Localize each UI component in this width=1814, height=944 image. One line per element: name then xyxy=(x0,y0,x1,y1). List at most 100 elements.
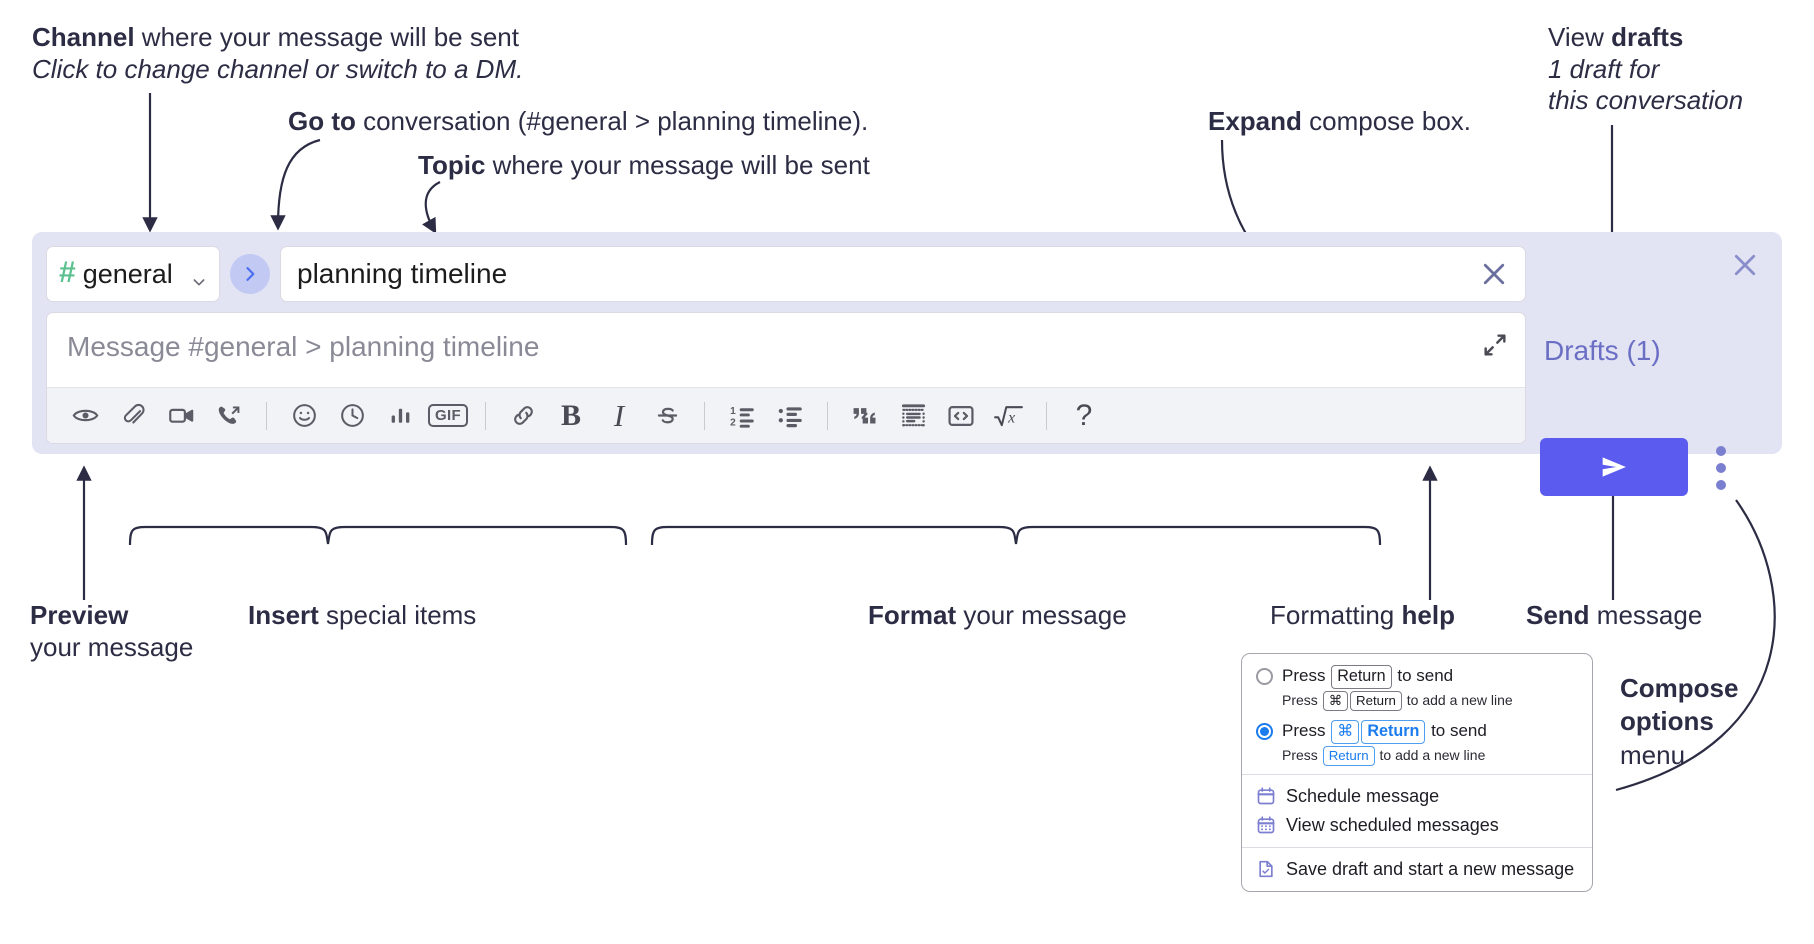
text: Press xyxy=(1282,746,1322,763)
eye-icon[interactable] xyxy=(61,394,109,438)
clock-icon[interactable] xyxy=(328,394,376,438)
annotation-format-bold: Format xyxy=(868,600,957,630)
channel-select[interactable]: # general xyxy=(46,246,220,302)
menu-item-save-draft[interactable]: Save draft and start a new message xyxy=(1242,855,1592,884)
annotation-drafts-sub2: this conversation xyxy=(1548,85,1744,116)
text: to send xyxy=(1392,666,1454,685)
annotation-send-bold: Send xyxy=(1526,600,1590,630)
annotation-channel-sub: Click to change channel or switch to a D… xyxy=(32,53,524,84)
send-option-cmd-return-line2: Press Return to add a new line xyxy=(1282,745,1578,766)
chevron-right-icon xyxy=(246,267,255,281)
clear-topic-icon[interactable] xyxy=(1479,259,1509,289)
bold-label: B xyxy=(560,398,581,432)
link-icon[interactable] xyxy=(499,394,547,438)
compose-options-kebab-button[interactable] xyxy=(1716,446,1726,490)
emoji-icon[interactable] xyxy=(280,394,328,438)
annotation-format-rest: your message xyxy=(956,600,1127,630)
text: to send xyxy=(1426,720,1487,740)
key-return: Return xyxy=(1331,665,1392,689)
radio-button-selected[interactable] xyxy=(1256,722,1273,740)
italic-icon[interactable]: I xyxy=(595,394,643,438)
annotation-goto-rest: conversation (#general > planning timeli… xyxy=(355,106,869,136)
annotation-format: Format your message xyxy=(868,600,1127,632)
annotation-insert-bold: Insert xyxy=(248,600,319,630)
ordered-list-icon[interactable]: 1 2 xyxy=(718,394,766,438)
gif-icon[interactable]: GIF xyxy=(424,394,472,438)
annotation-drafts-pre: View xyxy=(1548,22,1612,52)
calendar-clock-icon xyxy=(1256,786,1276,806)
menu-item-view-scheduled-messages[interactable]: View scheduled messages xyxy=(1242,811,1592,840)
video-camera-icon[interactable] xyxy=(157,394,205,438)
annotation-expand-bold: Expand xyxy=(1208,106,1302,136)
annotation-topic-rest: where your message will be sent xyxy=(485,150,870,180)
math-icon[interactable]: x xyxy=(985,394,1033,438)
close-icon[interactable] xyxy=(1730,250,1760,280)
bulleted-list-icon[interactable] xyxy=(766,394,814,438)
annotation-compose-options-l2: options xyxy=(1620,706,1714,737)
topic-input[interactable]: planning timeline xyxy=(280,246,1526,302)
annotation-goto-bold: Go to xyxy=(288,106,356,136)
help-label: ? xyxy=(1075,398,1093,432)
menu-item-schedule-message[interactable]: Schedule message xyxy=(1242,782,1592,811)
annotation-expand: Expand compose box. xyxy=(1208,106,1471,138)
send-option-return[interactable]: Press Return to send Press ⌘Return to ad… xyxy=(1256,664,1578,711)
annotation-goto: Go to conversation (#general > planning … xyxy=(288,106,868,138)
toolbar-divider xyxy=(1046,401,1047,430)
save-draft-icon xyxy=(1256,859,1276,879)
message-composer: # general planning timeline M xyxy=(32,232,1782,496)
kebab-dot xyxy=(1716,463,1726,473)
annotation-channel-rest: where your message will be sent xyxy=(134,22,519,52)
expand-compose-icon[interactable] xyxy=(1481,331,1509,359)
help-icon[interactable]: ? xyxy=(1060,394,1108,438)
annotation-insert: Insert special items xyxy=(248,600,476,632)
annotation-expand-rest: compose box. xyxy=(1301,106,1472,136)
message-input-placeholder: Message #general > planning timeline xyxy=(67,331,540,362)
code-inline-icon[interactable] xyxy=(937,394,985,438)
key-command: ⌘ xyxy=(1322,690,1348,711)
text: Press xyxy=(1282,691,1322,708)
annotation-insert-rest: special items xyxy=(318,600,477,630)
annotation-compose-options: Compose options menu xyxy=(1620,672,1738,772)
calendar-grid-icon xyxy=(1256,815,1276,835)
send-option-cmd-return[interactable]: Press ⌘Return to send Press Return to ad… xyxy=(1256,719,1578,766)
composer-header-row: # general planning timeline xyxy=(46,246,1526,302)
phone-forward-icon[interactable] xyxy=(205,394,253,438)
send-option-cmd-return-line1: Press ⌘Return to send xyxy=(1282,719,1578,744)
gif-label: GIF xyxy=(428,404,468,427)
send-button[interactable] xyxy=(1540,438,1688,496)
key-return: Return xyxy=(1322,745,1375,766)
annotation-send: Send message xyxy=(1526,600,1702,632)
annotation-send-rest: message xyxy=(1589,600,1703,630)
bold-icon[interactable]: B xyxy=(547,394,595,438)
strikethrough-icon[interactable] xyxy=(643,394,691,438)
toolbar-divider xyxy=(266,401,267,430)
hash-icon: # xyxy=(59,256,76,289)
formatting-toolbar: GIF B I xyxy=(47,387,1525,443)
svg-text:x: x xyxy=(1007,409,1015,426)
kebab-dot xyxy=(1716,446,1726,456)
annotation-preview: Preview your message xyxy=(30,600,193,663)
key-command: ⌘ xyxy=(1331,719,1360,744)
menu-item-label: Save draft and start a new message xyxy=(1286,858,1575,879)
radio-button[interactable] xyxy=(1256,668,1273,685)
toolbar-divider xyxy=(827,401,828,430)
annotation-topic: Topic where your message will be sent xyxy=(418,150,870,182)
annotation-help-bold: help xyxy=(1401,600,1455,630)
menu-item-label: Schedule message xyxy=(1286,785,1440,806)
goto-conversation-button[interactable] xyxy=(230,254,270,294)
send-paper-plane-icon xyxy=(1602,457,1626,477)
drafts-link[interactable]: Drafts (1) xyxy=(1544,335,1661,366)
blockquote-icon[interactable] xyxy=(841,394,889,438)
text: Press xyxy=(1282,720,1331,740)
message-input-box[interactable]: Message #general > planning timeline xyxy=(46,312,1526,444)
code-block-icon[interactable] xyxy=(889,394,937,438)
menu-group-scheduling: Schedule message View scheduled messages xyxy=(1242,775,1592,847)
kebab-dot xyxy=(1716,480,1726,490)
chevron-down-icon xyxy=(191,266,207,286)
annotation-drafts-bold: drafts xyxy=(1611,22,1684,52)
key-return: Return xyxy=(1349,690,1402,711)
text: to add a new line xyxy=(1402,691,1513,708)
paperclip-icon[interactable] xyxy=(109,394,157,438)
poll-bars-icon[interactable] xyxy=(376,394,424,438)
menu-divider xyxy=(1242,773,1592,775)
